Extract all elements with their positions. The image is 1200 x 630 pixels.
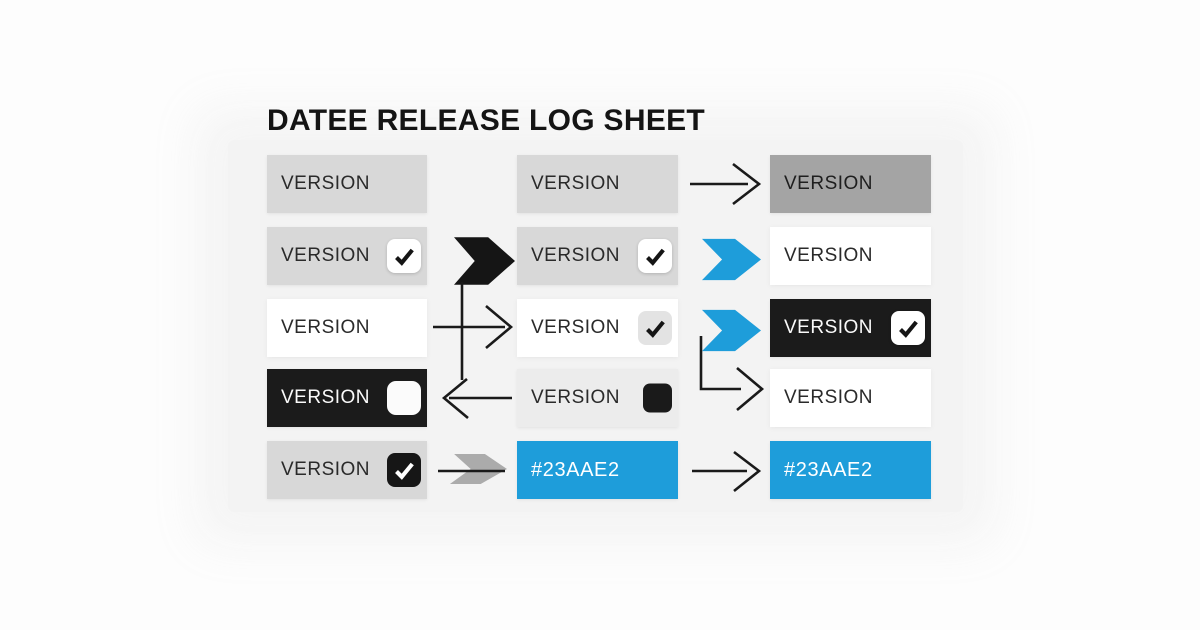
version-label: VERSION (531, 245, 621, 266)
version-box-r3c1: VERSION (267, 299, 427, 357)
version-label: VERSION (531, 387, 621, 408)
version-label: VERSION (784, 245, 874, 266)
version-box-r4c2: VERSION (517, 369, 678, 427)
version-box-r1c3: VERSION (770, 155, 931, 213)
version-box-r1c1: VERSION (267, 155, 427, 213)
version-box-r3c2: VERSION (517, 299, 678, 357)
version-label: VERSION (531, 317, 621, 338)
checkbox-checked-icon (638, 311, 672, 345)
version-label: VERSION (281, 245, 371, 266)
version-box-r1c2: VERSION (517, 155, 678, 213)
version-label: VERSION (281, 317, 371, 338)
page-title: DATEE RELEASE LOG SHEET (267, 104, 706, 137)
version-label: VERSION (281, 459, 371, 480)
version-box-r2c1: VERSION (267, 227, 427, 285)
version-box-r4c1: VERSION (267, 369, 427, 427)
version-box-r3c3: VERSION (770, 299, 931, 357)
hex-color-box-r5c3: #23AAE2 (770, 441, 931, 499)
checkbox-checked-icon (891, 311, 925, 345)
version-box-r4c3: VERSION (770, 369, 931, 427)
version-label: VERSION (281, 173, 371, 194)
hex-color-label: #23AAE2 (531, 458, 620, 481)
checkbox-empty-icon (387, 381, 421, 415)
version-box-r5c1: VERSION (267, 441, 427, 499)
version-label: VERSION (784, 317, 874, 338)
checkbox-filled-icon (643, 383, 672, 413)
hex-color-label: #23AAE2 (784, 458, 873, 481)
checkbox-checked-icon (638, 239, 672, 273)
version-box-r2c2: VERSION (517, 227, 678, 285)
version-box-r2c3: VERSION (770, 227, 931, 285)
version-label: VERSION (281, 387, 371, 408)
version-label: VERSION (531, 173, 621, 194)
hex-color-box-r5c2: #23AAE2 (517, 441, 678, 499)
version-label: VERSION (784, 173, 874, 194)
checkbox-checked-inverse-icon (387, 453, 421, 487)
checkbox-checked-icon (387, 239, 421, 273)
version-label: VERSION (784, 387, 874, 408)
